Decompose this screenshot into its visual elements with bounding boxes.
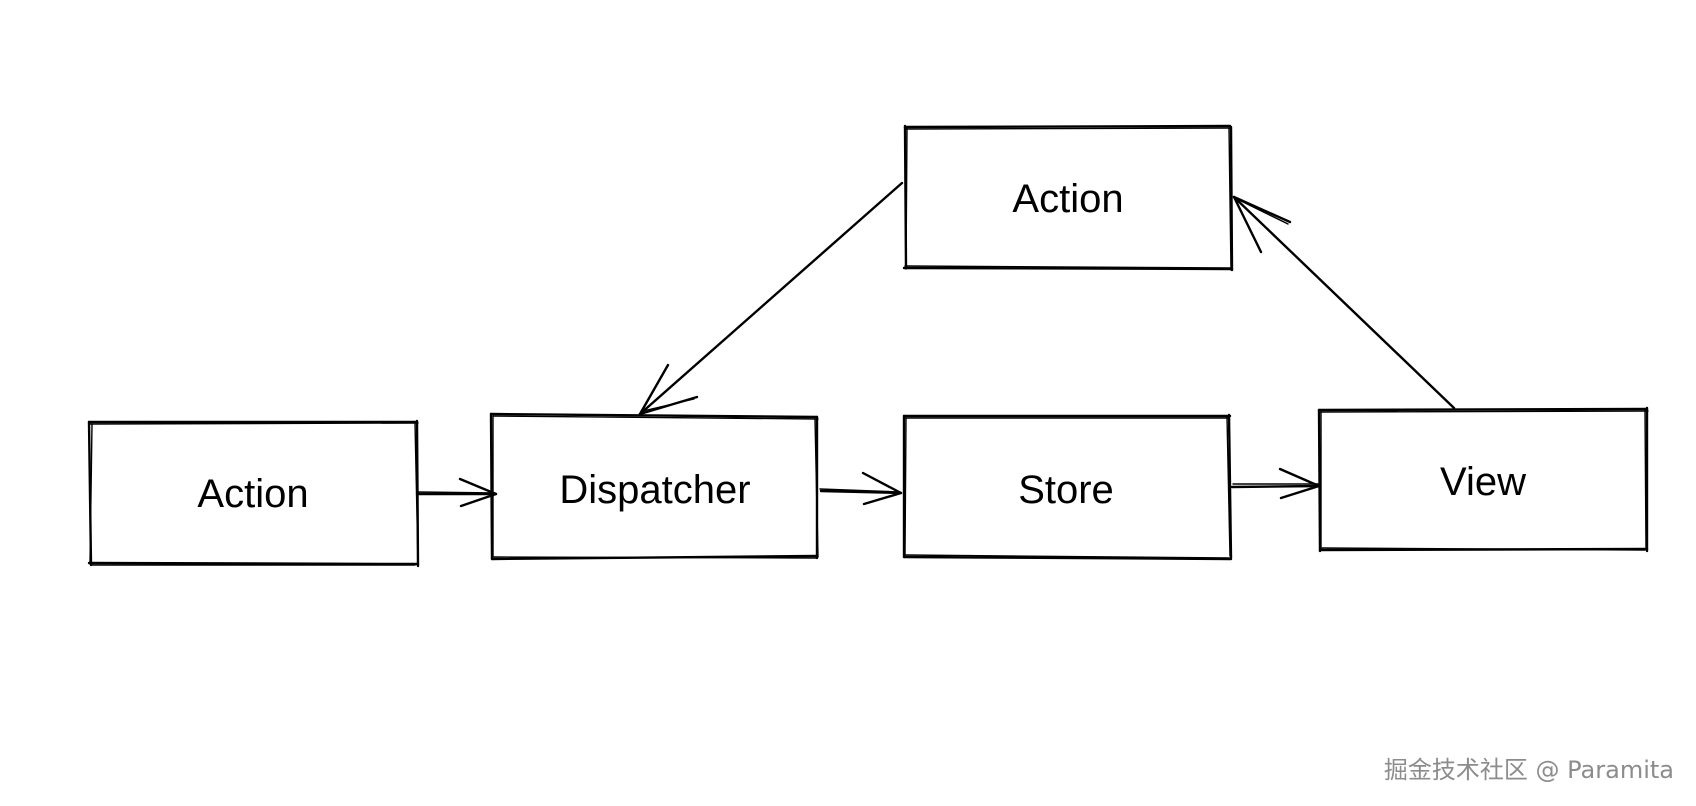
edge-action-top-to-dispatcher	[638, 181, 904, 416]
node-action-left-label: Action	[197, 472, 308, 516]
edge-view-to-action	[1232, 195, 1456, 410]
node-dispatcher	[489, 412, 819, 561]
edge-store-to-view	[1230, 467, 1321, 500]
edge-dispatcher-to-store	[819, 471, 903, 506]
node-action-top	[902, 124, 1234, 272]
node-dispatcher-label: Dispatcher	[559, 468, 750, 512]
watermark: 掘金技术社区 @ Paramita	[1384, 756, 1674, 784]
node-store	[902, 413, 1233, 561]
node-action-top-label: Action	[1012, 177, 1123, 221]
node-view	[1317, 406, 1649, 553]
edge-action-to-dispatcher	[415, 477, 498, 508]
node-view-label: View	[1440, 460, 1526, 504]
node-store-label: Store	[1018, 468, 1114, 512]
